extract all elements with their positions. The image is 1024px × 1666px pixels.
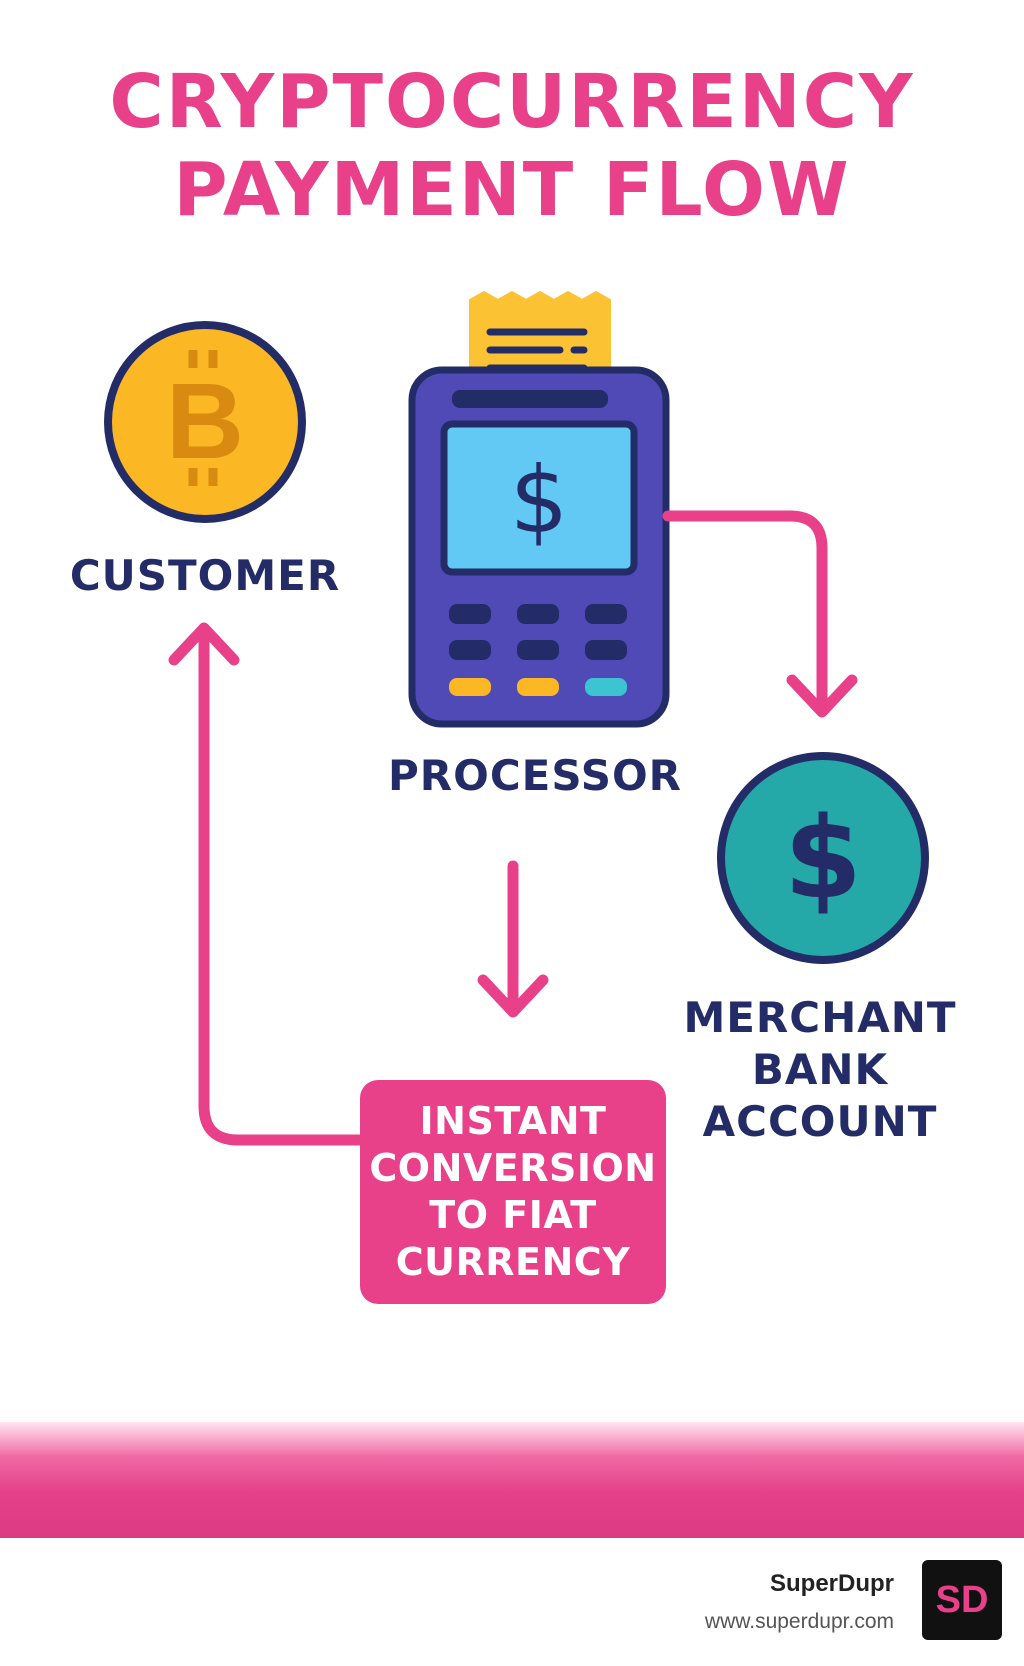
brand-logo: SD bbox=[922, 1560, 1002, 1640]
brand-name: SuperDupr bbox=[769, 1570, 894, 1597]
terminal-dollar-symbol: $ bbox=[510, 447, 569, 554]
title-line-2: PAYMENT FLOW bbox=[173, 147, 851, 233]
payment-terminal-icon: $ bbox=[408, 366, 670, 728]
title-line-1: CRYPTOCURRENCY bbox=[109, 59, 915, 145]
conversion-line-2: CONVERSION bbox=[369, 1146, 657, 1190]
footer-band bbox=[0, 1422, 1024, 1538]
arrow-processor-to-merchant bbox=[662, 510, 858, 718]
merchant-bank-label: MERCHANT BANK ACCOUNT bbox=[660, 992, 980, 1148]
merchant-label-line-3: ACCOUNT bbox=[702, 1097, 938, 1146]
arrow-processor-to-conversion bbox=[477, 860, 549, 1018]
conversion-box: INSTANT CONVERSION TO FIAT CURRENCY bbox=[360, 1080, 666, 1304]
conversion-line-3: TO FIAT bbox=[429, 1193, 597, 1237]
bitcoin-symbol: B bbox=[166, 360, 244, 481]
bitcoin-coin-icon: B bbox=[104, 321, 306, 523]
processor-label: PROCESSOR bbox=[388, 751, 682, 800]
merchant-label-line-1: MERCHANT bbox=[683, 993, 957, 1042]
flow-diagram: B $ $ bbox=[104, 290, 929, 1146]
arrow-conversion-to-customer bbox=[168, 622, 366, 1146]
conversion-line-1: INSTANT bbox=[419, 1099, 607, 1143]
bank-dollar-symbol: $ bbox=[784, 794, 862, 924]
brand-url: www.superdupr.com bbox=[704, 1610, 894, 1633]
conversion-line-4: CURRENCY bbox=[395, 1240, 631, 1284]
merchant-label-line-2: BANK bbox=[751, 1045, 889, 1094]
customer-label: CUSTOMER bbox=[69, 551, 341, 600]
dollar-coin-icon: $ bbox=[717, 752, 929, 964]
diagram-title: CRYPTOCURRENCY PAYMENT FLOW bbox=[0, 58, 1024, 234]
